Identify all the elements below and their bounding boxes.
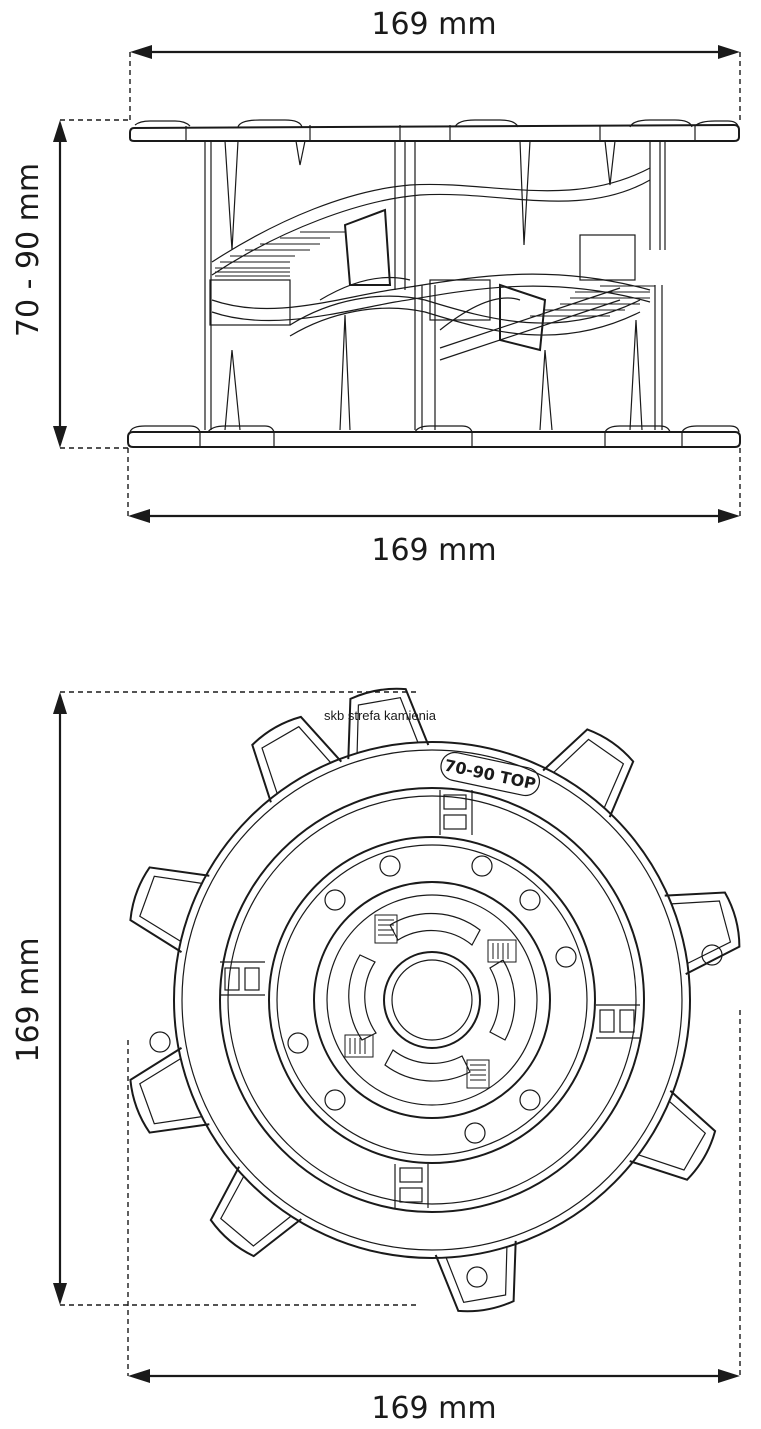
bottom-width-label: 169 mm — [371, 533, 496, 568]
plate-tab — [664, 891, 741, 975]
height-label: 70 - 90 mm — [11, 163, 46, 337]
top-view-height-dimension: 169 mm — [11, 691, 420, 1306]
watermark-text: skb strefa kamienia — [324, 708, 437, 723]
plate-tab-inner — [139, 875, 202, 942]
plate-tab-inner — [220, 1176, 292, 1247]
pedestal-side-drawing — [127, 119, 741, 448]
plate-tab — [629, 1089, 717, 1181]
pedestal-top-drawing: 70-90 TOP skb strefa kamienia — [129, 687, 741, 1313]
top-width-dimension: 169 mm — [129, 7, 741, 120]
plate-tab-inner — [139, 1058, 202, 1125]
top-view: 169 mm 169 mm — [11, 687, 741, 1426]
height-dimension: 70 - 90 mm — [11, 119, 130, 449]
plate-tab — [434, 1240, 517, 1313]
side-view: 169 mm 70 - 90 mm 169 mm — [11, 7, 741, 568]
plate-tabs — [129, 687, 741, 1313]
plate-tab — [542, 728, 635, 818]
top-view-width-label: 169 mm — [371, 1391, 496, 1426]
plate-tab — [251, 715, 343, 803]
plate-tab — [347, 687, 430, 760]
plate-tab-inner — [553, 738, 625, 809]
plate-tab-inner — [356, 697, 419, 754]
plate-tab-inner — [445, 1246, 508, 1303]
plate-tab — [129, 866, 210, 953]
top-view-width-dimension: 169 mm — [127, 1010, 741, 1426]
plate-tab-inner — [638, 1100, 707, 1171]
plate-tab-inner — [261, 725, 332, 794]
plate-tab — [129, 1047, 210, 1134]
top-width-label: 169 mm — [371, 7, 496, 42]
plate-tab-inner — [671, 900, 732, 965]
top-view-height-label: 169 mm — [11, 937, 46, 1062]
plate-tab — [209, 1166, 302, 1258]
bottom-width-dimension: 169 mm — [127, 448, 741, 568]
